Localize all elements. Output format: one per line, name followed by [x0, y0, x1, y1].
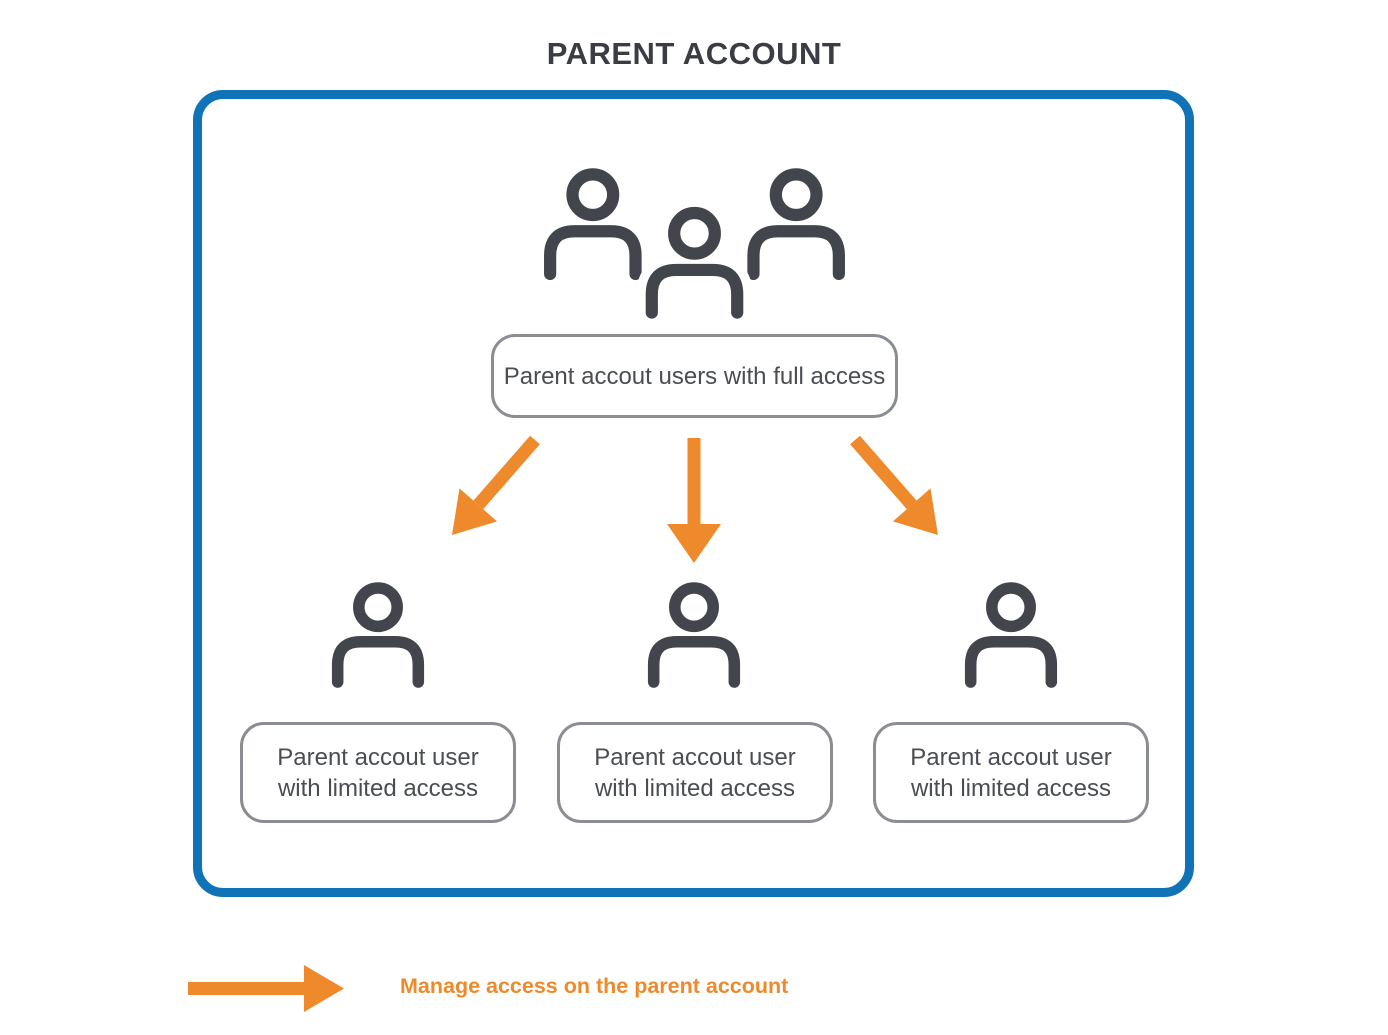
user-icon: [647, 582, 741, 688]
limited-access-label-line1: Parent accout user: [277, 743, 479, 771]
limited-access-label-line2: with limited access: [277, 774, 479, 802]
legend-label: Manage access on the parent account: [400, 974, 789, 998]
legend-arrow-right-icon: [188, 965, 344, 1012]
full-access-box: Parent accout users with full access: [491, 334, 898, 418]
user-icon: [964, 582, 1058, 688]
limited-access-box: Parent accout user with limited access: [240, 722, 516, 823]
full-access-label: Parent accout users with full access: [503, 362, 886, 390]
user-icon: [331, 582, 425, 688]
limited-access-label-line2: with limited access: [910, 774, 1112, 802]
limited-access-box: Parent accout user with limited access: [557, 722, 833, 823]
manage-access-arrows: [452, 435, 938, 563]
arrow-down-icon: [667, 438, 721, 563]
arrow-down-right-icon: [850, 435, 938, 535]
users-group-icon: [544, 168, 845, 321]
arrow-down-left-icon: [452, 435, 540, 535]
limited-access-label-line1: Parent accout user: [594, 743, 796, 771]
limited-access-label-line1: Parent accout user: [910, 743, 1112, 771]
page-title: PARENT ACCOUNT: [546, 36, 842, 71]
limited-access-box: Parent accout user with limited access: [873, 722, 1149, 823]
limited-access-label-line2: with limited access: [594, 774, 796, 802]
